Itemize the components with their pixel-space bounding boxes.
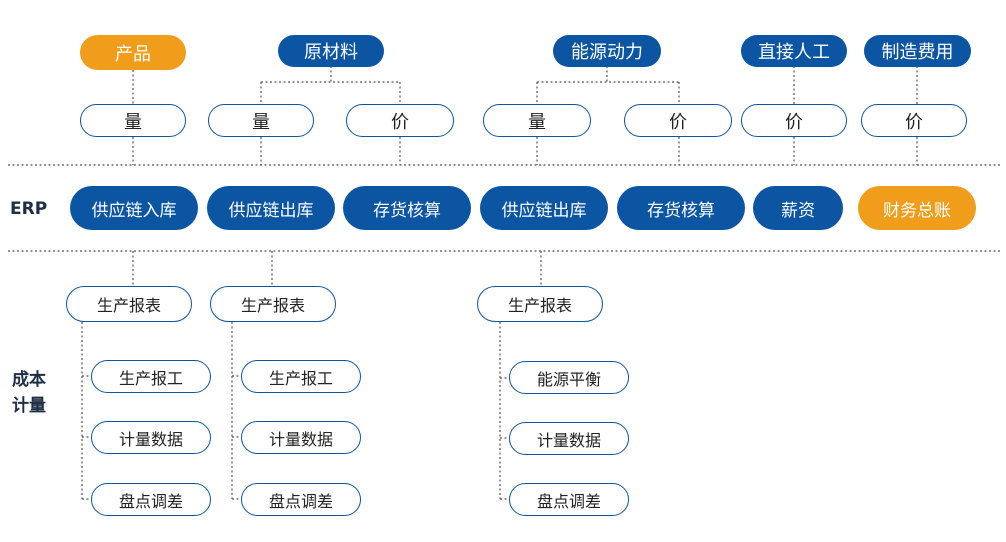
inventory-adjustment-2: 盘点调差 — [241, 483, 361, 516]
erp-general-ledger: 财务总账 — [858, 186, 976, 230]
cost-row-label-line1: 成本 — [12, 370, 46, 390]
inventory-adjustment-1: 盘点调差 — [91, 483, 211, 516]
metering-data-2: 计量数据 — [241, 421, 361, 454]
erp-supply-chain-outbound: 供应链出库 — [207, 186, 335, 230]
header-energy: 能源动力 — [553, 35, 661, 67]
erp-supply-chain-outbound-energy: 供应链出库 — [480, 186, 608, 230]
product-quantity: 量 — [80, 104, 186, 137]
energy-balance: 能源平衡 — [509, 361, 629, 394]
raw-material-quantity: 量 — [208, 104, 314, 137]
energy-quantity: 量 — [483, 104, 591, 137]
production-report-1: 生产报表 — [66, 286, 192, 322]
erp-inventory-accounting: 存货核算 — [343, 186, 471, 230]
labor-price: 价 — [741, 104, 847, 137]
manufacturing-price: 价 — [861, 104, 967, 137]
production-report-3: 生产报表 — [477, 286, 603, 322]
inventory-adjustment-3: 盘点调差 — [509, 483, 629, 516]
header-raw-material: 原材料 — [278, 35, 384, 67]
header-direct-labor: 直接人工 — [741, 35, 847, 67]
erp-salary: 薪资 — [753, 186, 843, 230]
erp-supply-chain-inbound: 供应链入库 — [70, 186, 198, 230]
cost-row-label-line2: 计量 — [12, 396, 46, 416]
erp-inventory-accounting-energy: 存货核算 — [617, 186, 745, 230]
production-report-2: 生产报表 — [210, 286, 336, 322]
erp-row-label: ERP — [10, 199, 48, 219]
production-labor-report-1: 生产报工 — [91, 360, 211, 393]
raw-material-price: 价 — [346, 104, 454, 137]
header-product: 产品 — [80, 35, 186, 70]
metering-data-3: 计量数据 — [509, 422, 629, 455]
header-manufacturing-cost: 制造费用 — [864, 35, 971, 67]
production-labor-report-2: 生产报工 — [241, 360, 361, 393]
metering-data-1: 计量数据 — [91, 421, 211, 454]
energy-price: 价 — [624, 104, 732, 137]
